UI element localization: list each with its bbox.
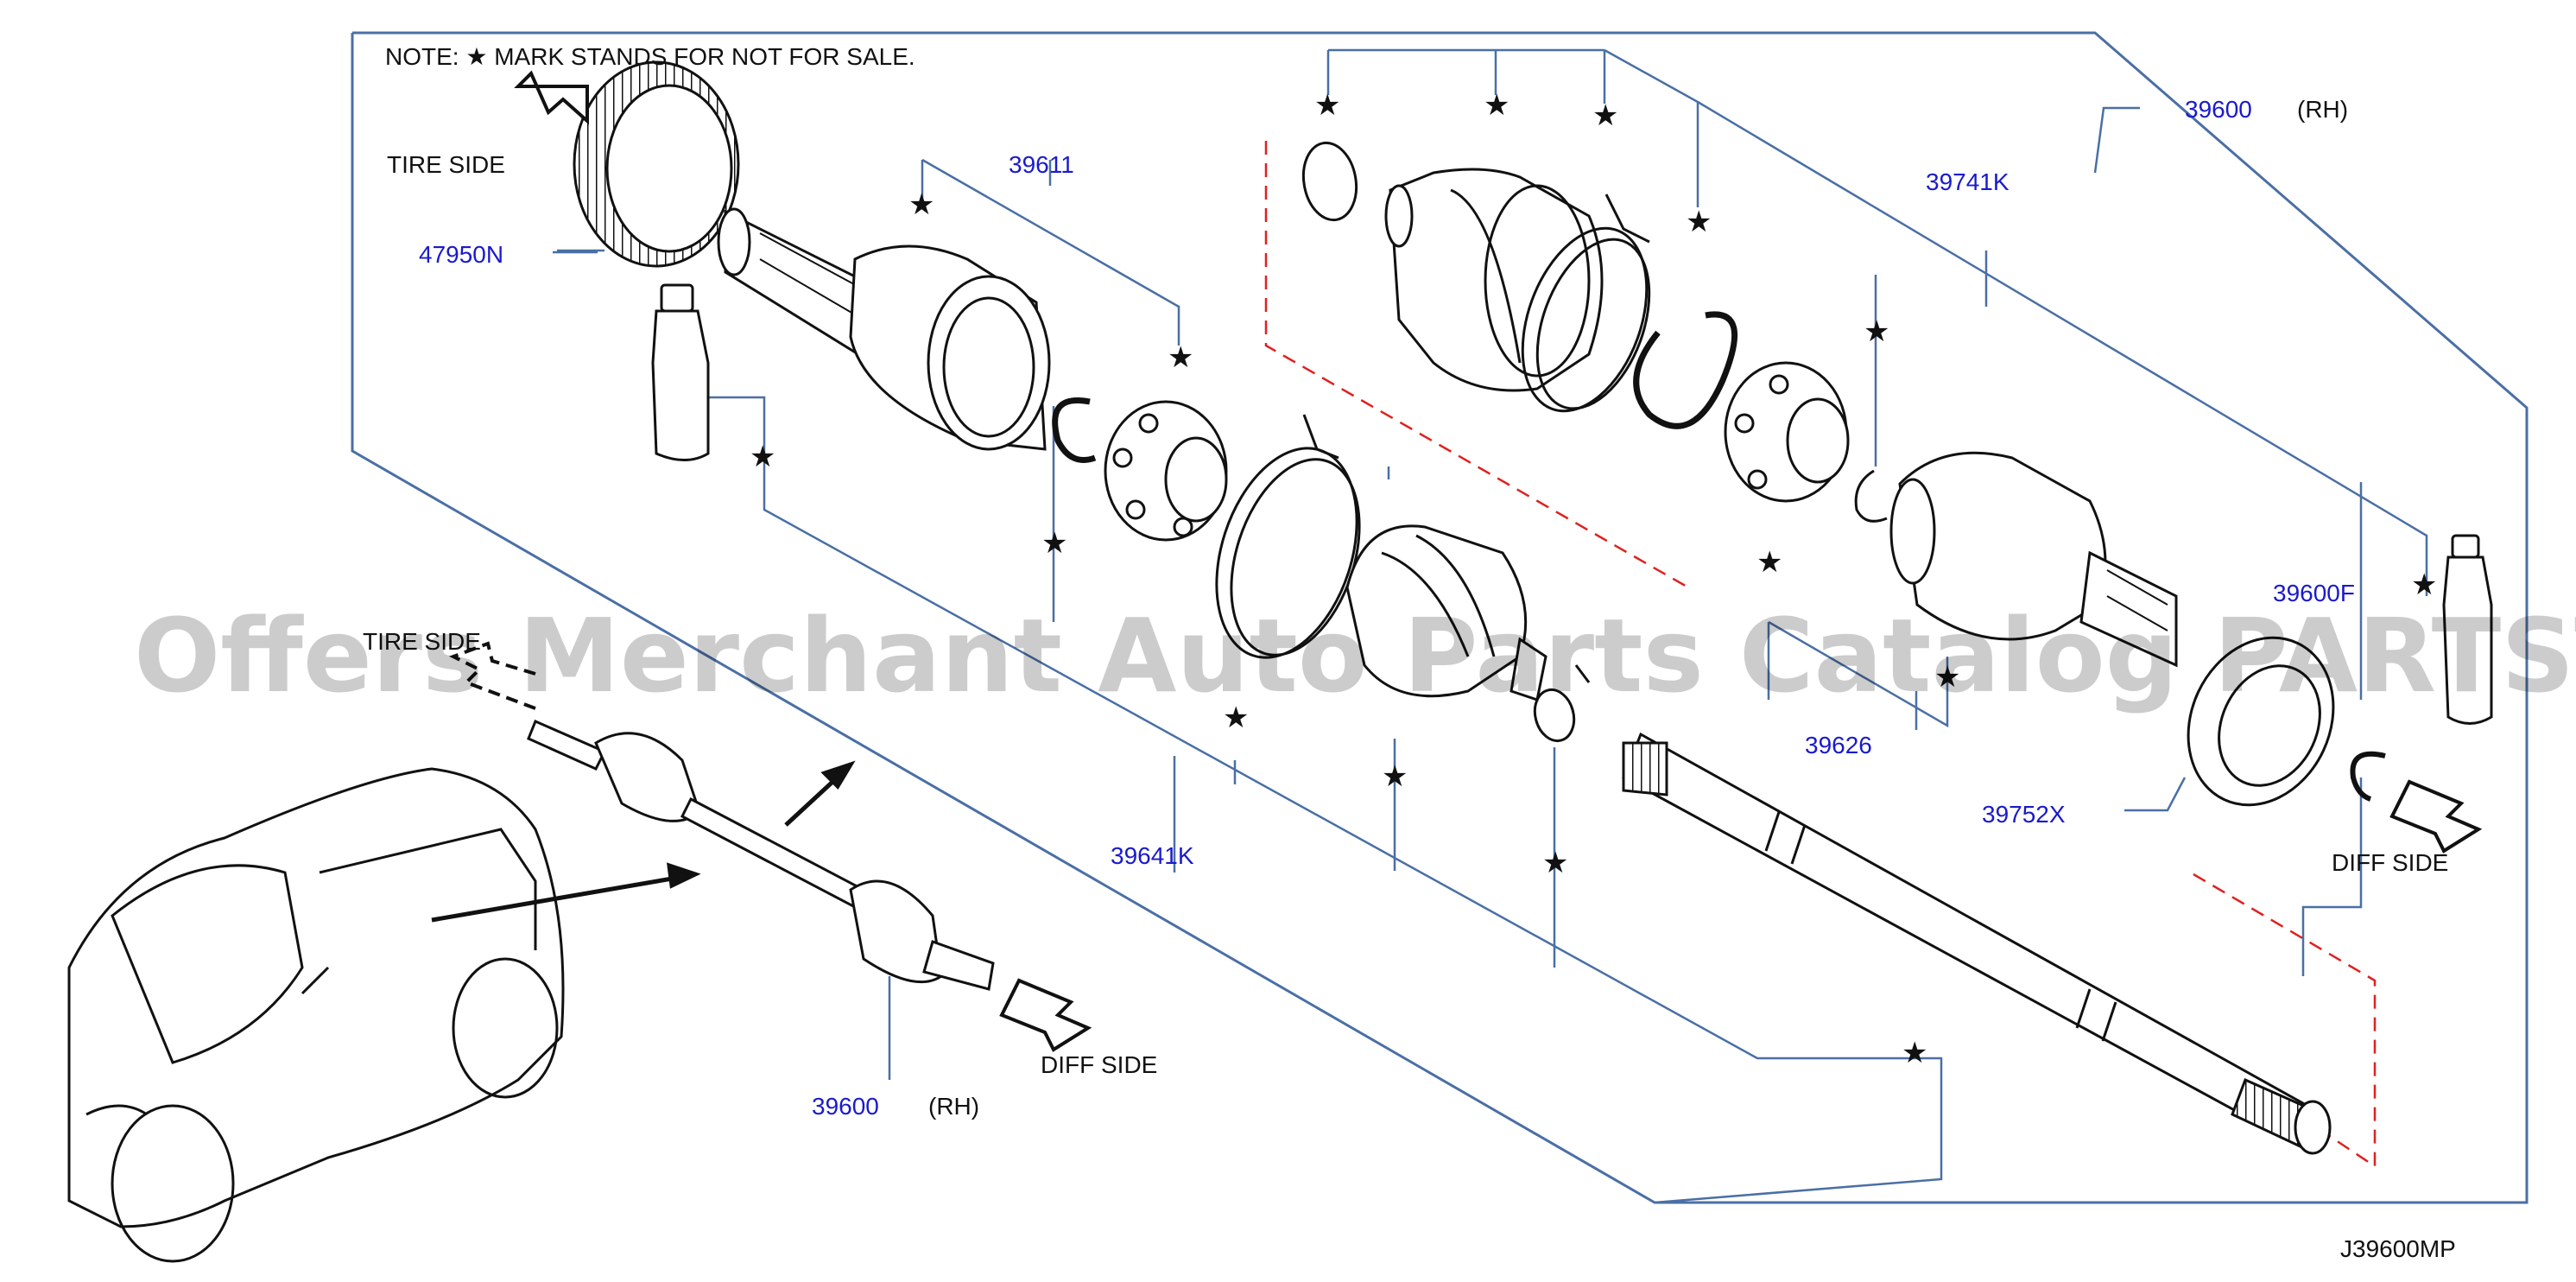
star-mark: ★ [1592, 98, 1618, 133]
star-mark: ★ [1314, 88, 1340, 123]
star-mark: ★ [1223, 701, 1249, 735]
abs-sensor-ring-icon [573, 60, 740, 268]
rh-label-bottom: (RH) [928, 1093, 979, 1120]
diff-side-label-right: DIFF SIDE [2332, 849, 2448, 876]
part-39626[interactable]: 39626 [1805, 732, 1872, 758]
star-mark: ★ [1864, 314, 1889, 349]
star-mark: ★ [1756, 545, 1782, 580]
grease-tube-left-icon [651, 283, 710, 461]
part-47950N[interactable]: 47950N [419, 241, 503, 268]
star-markers: ★ ★ ★ ★ ★ ★ ★ ★ ★ ★ ★ ★ ★ ★ ★ ★ [750, 88, 2437, 1070]
rh-label-top: (RH) [2297, 96, 2348, 123]
circlip-small-icon [1854, 469, 1888, 523]
star-mark: ★ [1484, 88, 1510, 123]
frame-outline [351, 31, 2529, 1204]
star-mark: ★ [1686, 205, 1712, 239]
part-39600-bottom[interactable]: 39600 [812, 1093, 879, 1120]
leader-lines [553, 48, 2428, 1204]
star-mark: ★ [1902, 1036, 1927, 1070]
star-mark: ★ [1542, 846, 1568, 880]
outer-cv-joint-icon [717, 207, 1051, 451]
boot-band-diff-icon [1521, 194, 1651, 413]
diff-side-label-bottom: DIFF SIDE [1041, 1051, 1157, 1078]
snap-ring-icon [1052, 397, 1097, 463]
part-39741K[interactable]: 39741K [1926, 168, 2010, 195]
star-mark: ★ [1934, 660, 1960, 695]
star-mark: ★ [750, 440, 775, 474]
watermark-text: Offers Merchant Auto Parts Catalog PARTS… [134, 596, 2576, 715]
grease-tube-right-icon [2442, 534, 2493, 725]
vehicle-inset-icon [67, 767, 565, 1263]
diagram-code: J39600MP [2340, 1235, 2456, 1262]
star-mark: ★ [2411, 568, 2437, 602]
tire-side-label-top: TIRE SIDE [387, 151, 505, 178]
band-inner-top-icon [1301, 141, 1358, 222]
inner-housing-icon [1889, 451, 2178, 668]
pointer-arrows [431, 760, 856, 923]
part-39641K[interactable]: 39641K [1111, 842, 1194, 869]
part-39752X[interactable]: 39752X [1982, 801, 2066, 828]
oil-seal-icon [2187, 636, 2335, 807]
axle-shaft-icon [1622, 732, 2332, 1155]
part-39600F[interactable]: 39600F [2273, 580, 2355, 606]
note-text: NOTE: ★ MARK STANDS FOR NOT FOR SALE. [385, 43, 915, 70]
part-39600-top[interactable]: 39600 [2185, 96, 2252, 123]
star-mark: ★ [1382, 759, 1408, 794]
boot-diff-side-icon [1384, 168, 1604, 392]
direction-arrows [514, 70, 2483, 1052]
boot-tire-side-icon [1345, 524, 1547, 701]
ball-cage-icon [1104, 400, 1228, 542]
small-band-icon [1533, 664, 1591, 743]
inset-shaft-icon [527, 720, 995, 991]
star-mark: ★ [908, 187, 934, 222]
circlip-large-icon [1633, 311, 1738, 429]
part-39611[interactable]: 39611 [1009, 151, 1074, 178]
snap-ring-right-icon [2350, 751, 2386, 802]
tire-side-label-car: TIRE SIDE [363, 628, 481, 655]
star-mark: ★ [1168, 340, 1193, 375]
tire-side-arrow-icon [449, 641, 536, 710]
star-mark: ★ [1041, 526, 1067, 561]
inner-ball-cage-icon [1724, 361, 1850, 503]
alignment-dashes [1264, 141, 2377, 1169]
